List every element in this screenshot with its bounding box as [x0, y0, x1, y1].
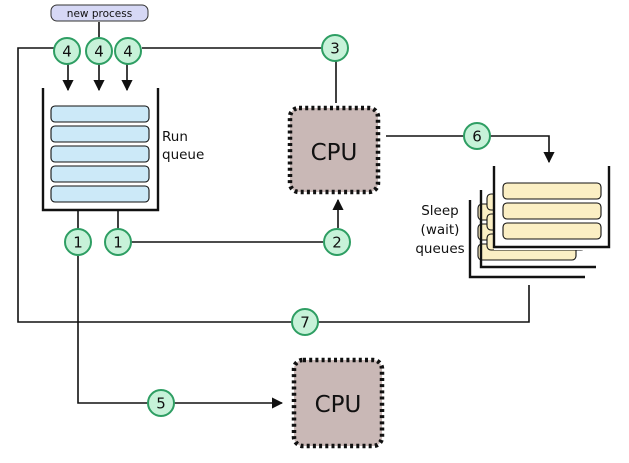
svg-text:3: 3 — [330, 40, 340, 58]
run-slot — [50, 105, 150, 123]
run-slot — [50, 185, 150, 203]
cpu-chip-main: CPU — [287, 105, 381, 195]
transition-badges: 4 4 4 3 1 1 2 6 — [53, 34, 491, 417]
svg-text:4: 4 — [123, 43, 133, 61]
badge-4c: 4 — [114, 37, 142, 65]
svg-text:2: 2 — [332, 234, 342, 252]
cpu-secondary-label: CPU — [315, 392, 362, 418]
badge-4b: 4 — [85, 37, 113, 65]
line-7-loop — [17, 47, 530, 323]
run-queue-slots — [50, 105, 150, 203]
badge-3: 3 — [321, 34, 349, 62]
run-queue-label-line1: Run — [162, 129, 188, 145]
arrow-5-to-cpu2 — [77, 256, 284, 409]
run-slot — [50, 145, 150, 163]
svg-text:5: 5 — [156, 395, 166, 413]
badge-2: 2 — [323, 228, 351, 256]
new-process-box: new process — [50, 4, 149, 22]
connector-lines — [17, 22, 555, 409]
badge-1b: 1 — [104, 228, 132, 256]
svg-text:1: 1 — [73, 234, 83, 252]
sleep-label-line2: (wait) — [421, 222, 460, 238]
svg-text:6: 6 — [472, 128, 482, 146]
badge-4a: 4 — [53, 37, 81, 65]
svg-text:4: 4 — [62, 43, 72, 61]
svg-text:7: 7 — [300, 314, 310, 332]
run-slot — [50, 165, 150, 183]
run-queue: Run queue — [41, 88, 204, 212]
sleep-queue-front — [492, 166, 611, 250]
cpu-chip-secondary: CPU — [291, 357, 385, 449]
run-queue-label-line2: queue — [162, 147, 204, 163]
svg-text:1: 1 — [113, 234, 123, 252]
sleep-label-line3: queues — [415, 241, 464, 257]
sleep-queues: Sleep (wait) queues — [415, 166, 611, 279]
arrow-6-to-sleep — [386, 135, 555, 164]
sleep-label-line1: Sleep — [421, 203, 459, 219]
cpu-main-label: CPU — [311, 140, 358, 166]
new-process-label: new process — [67, 8, 132, 20]
badge-1a: 1 — [64, 228, 92, 256]
badge-5: 5 — [147, 389, 175, 417]
svg-text:4: 4 — [94, 43, 104, 61]
badge-7: 7 — [291, 308, 319, 336]
run-slot — [50, 125, 150, 143]
badge-6: 6 — [463, 122, 491, 150]
